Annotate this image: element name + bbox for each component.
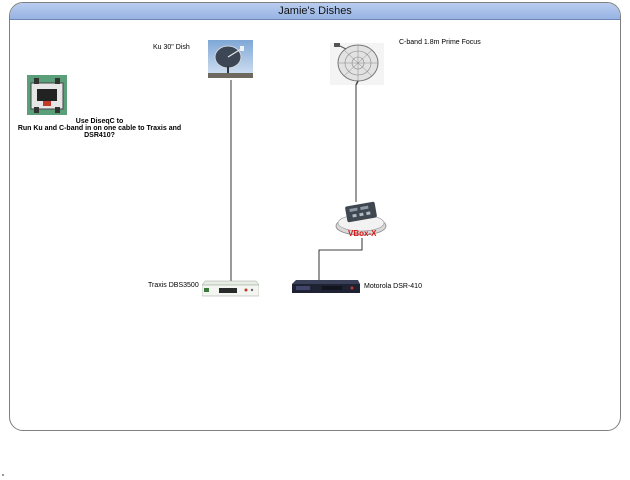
ku-dish	[208, 40, 253, 78]
cband-dish-label: C-band 1.8m Prime Focus	[399, 39, 481, 46]
cband-dish	[330, 43, 384, 86]
receiver-icon	[201, 280, 260, 297]
traxis-label: Traxis DBS3500	[148, 282, 199, 289]
vbox-label: VBox-X	[348, 229, 377, 238]
ku-dish-label: Ku 30" Dish	[153, 44, 190, 51]
motor-controller-icon: VBox-X	[335, 201, 387, 238]
vbox-controller: VBox-X	[334, 198, 388, 238]
diseqc-switch	[27, 75, 67, 115]
traxis-receiver	[201, 279, 260, 298]
title-bar: Jamie's Dishes	[10, 3, 620, 20]
mesh-dish-icon	[330, 43, 384, 86]
note-line-3: DSR410?	[84, 132, 115, 139]
receiver-icon	[292, 280, 360, 293]
diseqc-switch-icon	[27, 75, 67, 115]
note-line-2: Run Ku and C-band in on one cable to Tra…	[17, 125, 182, 132]
motorola-receiver	[292, 278, 360, 295]
diagram-title: Jamie's Dishes	[278, 5, 352, 17]
note-text: Use DiseqC to Run Ku and C-band in on on…	[12, 118, 187, 139]
corner-dot	[2, 474, 4, 476]
vbox-to-motorola-connector	[318, 238, 363, 282]
diagram-canvas: Jamie's Dishes	[9, 2, 621, 431]
motorola-label: Motorola DSR-410	[364, 283, 422, 290]
satellite-dish-icon	[208, 40, 253, 78]
note-line-1: Use DiseqC to	[75, 118, 124, 125]
